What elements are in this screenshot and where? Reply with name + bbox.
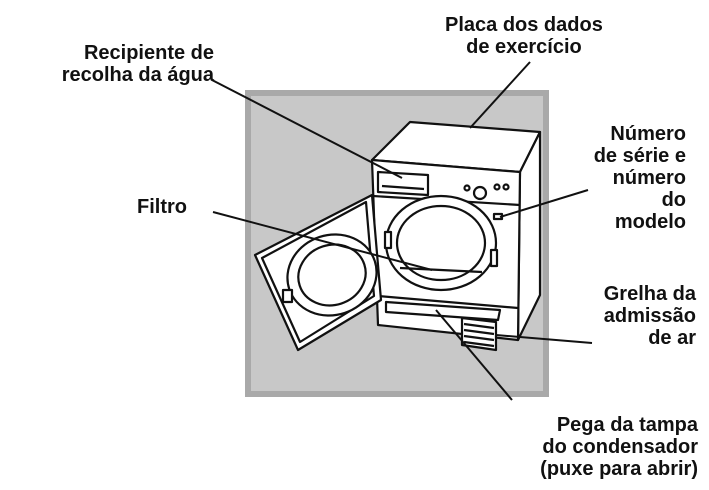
label-line: Pega da tampa [556, 414, 698, 436]
label-rating-plate: Placa dos dados de exercício [445, 14, 603, 58]
label-line: de ar [648, 327, 696, 349]
label-condenser-handle: Pega da tampa do condensador (puxe para … [500, 414, 698, 480]
label-air-intake: Grelha da admissão de ar [570, 283, 696, 349]
tumble-dryer-illustration [253, 120, 542, 352]
leader-condenser-handle [435, 309, 513, 401]
label-water-container: Recipiente de recolha da água [10, 42, 214, 86]
label-filter: Filtro [137, 196, 187, 218]
label-line: de exercício [466, 36, 582, 58]
label-line: Grelha da [603, 283, 696, 305]
label-line: do [661, 189, 686, 211]
leader-air-intake [495, 334, 593, 344]
label-line: número [612, 167, 686, 189]
label-line: recolha da água [61, 64, 214, 86]
label-line: modelo [614, 211, 686, 233]
label-line: (puxe para abrir) [540, 458, 698, 480]
leader-serial-model [499, 189, 589, 218]
label-line: Recipiente de [83, 42, 214, 64]
leader-rating-plate [469, 61, 531, 129]
label-line: Número [610, 123, 686, 145]
label-line: admissão [603, 305, 696, 327]
label-serial-model: Número de série e número do modelo [568, 123, 686, 233]
label-line: Filtro [137, 196, 187, 218]
label-line: do condensador [542, 436, 698, 458]
leader-lines [211, 61, 593, 401]
label-line: Placa dos dados [445, 14, 603, 36]
leader-filter [212, 211, 433, 271]
leader-water-container [211, 79, 403, 179]
label-line: de série e [593, 145, 686, 167]
